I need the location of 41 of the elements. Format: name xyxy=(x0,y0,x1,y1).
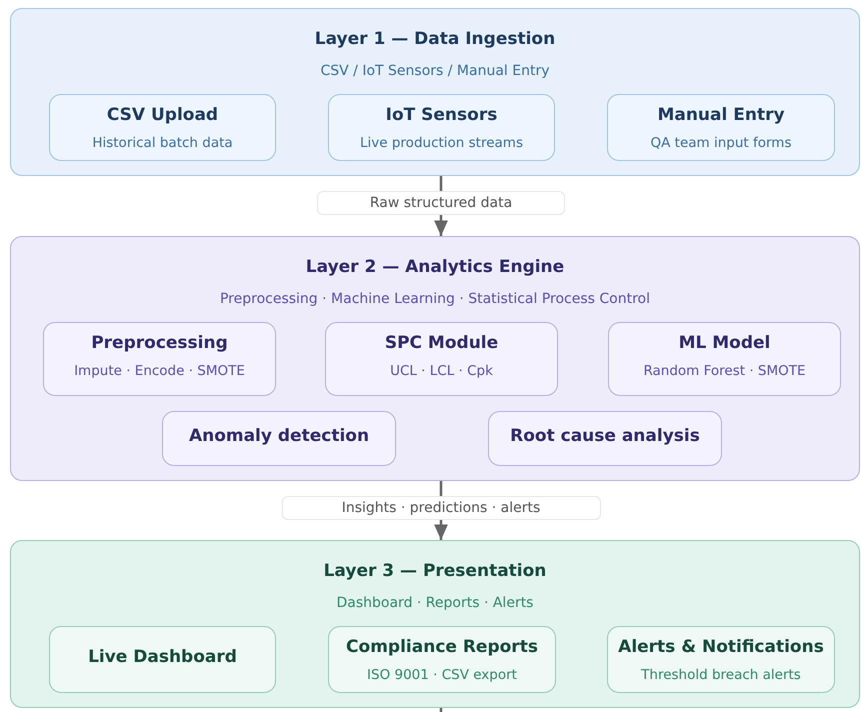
layer-subtitle: CSV / IoT Sensors / Manual Entry xyxy=(319,63,551,79)
component-title: SPC Module xyxy=(384,333,500,353)
component-box xyxy=(328,94,555,161)
layer-title: Layer 3 — Presentation xyxy=(322,561,548,581)
layer-subtitle: Preprocessing · Machine Learning · Statistical Process Control xyxy=(218,291,652,307)
component-box xyxy=(328,626,556,693)
component-title: ML Model xyxy=(678,333,772,353)
layer-panel xyxy=(10,8,860,176)
layer-title: Layer 1 — Data Ingestion xyxy=(314,29,556,49)
layer-panel xyxy=(10,540,860,708)
layer-subtitle: Dashboard · Reports · Alerts xyxy=(336,595,534,611)
component-box xyxy=(608,322,841,396)
component-description: Threshold breach alerts xyxy=(640,667,802,683)
component-description: QA team input forms xyxy=(650,135,792,151)
component-title: Compliance Reports xyxy=(345,637,539,657)
component-box xyxy=(488,411,722,466)
component-description: ISO 9001 · CSV export xyxy=(366,667,518,683)
component-box xyxy=(43,322,276,396)
component-box xyxy=(162,411,396,466)
component-box xyxy=(325,322,558,396)
component-title: Alerts & Notifications xyxy=(617,637,825,657)
component-box xyxy=(49,94,276,161)
layer-title: Layer 2 — Analytics Engine xyxy=(304,257,566,277)
component-title: IoT Sensors xyxy=(384,105,498,125)
edge-label: Insights · predictions · alerts xyxy=(282,496,600,520)
component-title: Live Dashboard xyxy=(87,647,238,667)
component-title: Manual Entry xyxy=(656,105,786,125)
component-description: Live production streams xyxy=(359,135,524,151)
edge-label: Raw structured data xyxy=(317,191,565,215)
component-title: CSV Upload xyxy=(106,105,220,125)
component-title: Root cause analysis xyxy=(509,426,701,446)
component-title: Anomaly detection xyxy=(188,426,370,446)
component-description: Random Forest · SMOTE xyxy=(642,363,807,379)
component-description: UCL · LCL · Cpk xyxy=(389,363,494,379)
component-box xyxy=(49,626,276,693)
component-description: Impute · Encode · SMOTE xyxy=(73,363,246,379)
component-title: Preprocessing xyxy=(90,333,229,353)
component-description: Historical batch data xyxy=(91,135,234,151)
layer-panel xyxy=(10,236,860,481)
component-box xyxy=(607,626,835,693)
component-box xyxy=(607,94,835,161)
